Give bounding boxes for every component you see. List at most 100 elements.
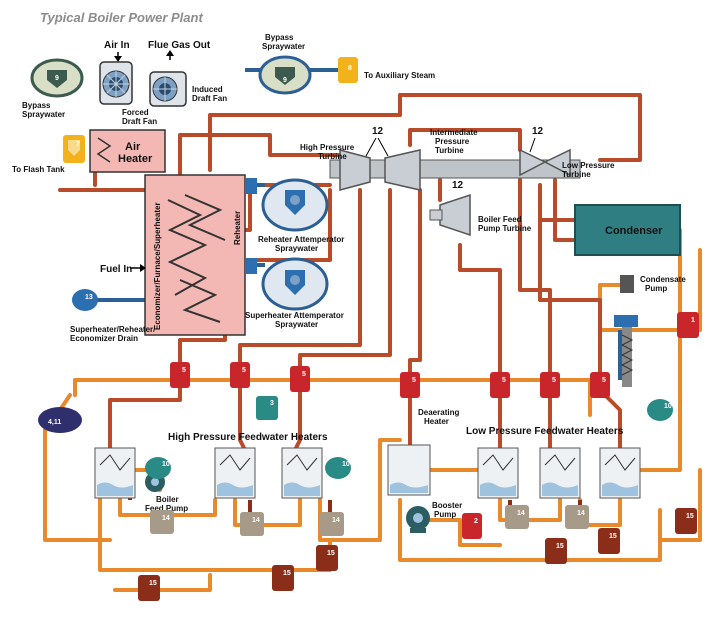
hp-heaters [94,447,323,499]
hp-heater-steam-1 [238,383,247,452]
condensate-pump[interactable] [614,275,638,387]
deaerating-heater [387,444,431,496]
svg-text:10: 10 [342,461,350,468]
svg-text:5: 5 [302,371,306,378]
lp-heater-3 [599,447,641,499]
to-auxiliary-steam-label: To Auxiliary Steam [364,71,435,80]
valve-7[interactable]: 7 [63,135,85,163]
induced-draft-fan[interactable] [149,71,187,107]
valve-13[interactable]: 13 [72,289,98,311]
condenser: Condenser [574,204,681,256]
lp-heater-2 [539,447,581,499]
svg-text:9: 9 [283,77,287,84]
svg-text:14: 14 [332,517,340,524]
bfp-turbine[interactable] [429,193,471,237]
hp-feedwater-heaters-label: High Pressure Feedwater Heaters [168,432,328,443]
valve-14-e[interactable]: 14 [565,505,589,529]
forced-draft-fan[interactable] [99,61,133,105]
air-in-label: Air In [104,40,130,51]
svg-text:2: 2 [474,518,478,525]
svg-text:14: 14 [252,517,260,524]
lp-feedwater-heaters-label: Low Pressure Feedwater Heaters [466,426,624,437]
feedwater-header [73,378,592,417]
valve-5-a[interactable]: 5 [170,362,190,388]
condensate-riser [638,228,682,472]
valve-14-b[interactable]: 14 [240,512,264,536]
hp-heater-1 [94,447,136,499]
svg-text:15: 15 [283,570,291,577]
flue-gas-label: Flue Gas Out [148,40,211,51]
valve-8[interactable]: 8 [338,57,358,83]
hp-extraction-2 [298,188,392,372]
valve-14-c[interactable]: 14 [320,512,344,536]
lp-turbine[interactable] [519,148,571,177]
svg-text:10: 10 [664,403,672,410]
lp-extraction-3 [538,183,602,382]
valve-14-a[interactable]: 14 [150,510,174,534]
valve-1[interactable]: 1 [677,312,699,338]
drain-15-line [113,573,212,592]
valve-15-e[interactable]: 15 [598,528,620,554]
reheater-attemperator[interactable] [245,178,329,232]
valve-2[interactable]: 2 [462,513,482,539]
svg-text:9: 9 [55,75,59,82]
valve-12-lp: 12 [532,126,544,137]
valve-10-c[interactable]: 10 [647,399,673,421]
valve-10-a[interactable]: 10 [145,457,171,479]
superheater-attemperator[interactable] [245,257,329,311]
valve-10-b[interactable]: 10 [325,457,351,479]
valve-15-d[interactable]: 15 [545,538,567,564]
valve-5-f[interactable]: 5 [540,372,560,398]
hp-turbine[interactable] [339,149,371,191]
svg-text:15: 15 [609,533,617,540]
svg-text:15: 15 [149,580,157,587]
valve-15-a[interactable]: 15 [138,575,160,601]
valve-4-11[interactable]: 4,11 [38,407,82,433]
to-flash-tank-label: To Flash Tank [12,165,65,174]
valve-12-bfpt: 12 [452,180,464,191]
lp-heater-steam-3 [598,388,622,452]
svg-text:15: 15 [686,513,694,520]
valve-5-e[interactable]: 5 [490,372,510,398]
valve-15-c[interactable]: 15 [316,545,338,571]
lp-extraction-1 [458,243,502,377]
hp-extraction-1 [238,188,362,367]
valve-14-d[interactable]: 14 [505,505,529,529]
hp-heater-2 [214,447,256,499]
hp-heater-steam-3 [108,383,182,452]
valve-5-g[interactable]: 5 [590,372,610,398]
valve-9-bypass-top[interactable]: 9 [258,55,312,95]
lp-extraction-2 [518,178,552,377]
valve-5-b[interactable]: 5 [230,362,250,388]
svg-text:15: 15 [327,550,335,557]
hp-heater-3 [281,447,323,499]
valve-9-bypass-left[interactable]: 9 [30,58,84,98]
hp-steam-line [178,133,342,177]
booster-pump[interactable] [406,506,430,533]
valve-3[interactable]: 3 [256,396,278,420]
svg-text:5: 5 [242,367,246,374]
svg-text:14: 14 [577,510,585,517]
turbine-train [329,148,581,237]
fuel-in-label: Fuel In [100,264,132,275]
valve-15-f[interactable]: 15 [675,508,697,534]
svg-text:14: 14 [162,515,170,522]
lp-exhaust [553,178,577,242]
ip-turbine[interactable] [384,149,421,191]
condenser-label: Condenser [605,225,663,237]
svg-text:7: 7 [76,141,80,148]
valve-15-b[interactable]: 15 [272,565,294,591]
valve-5-c[interactable]: 5 [290,366,310,392]
valve-5-d[interactable]: 5 [400,372,420,398]
svg-text:5: 5 [602,377,606,384]
